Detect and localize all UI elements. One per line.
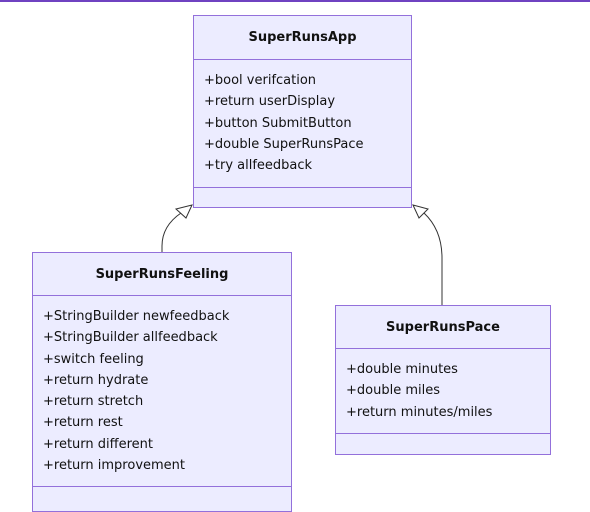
class-methods — [194, 188, 411, 207]
class-name: SuperRunsFeeling — [33, 253, 291, 296]
class-attributes: +double minutes +double miles +return mi… — [336, 349, 550, 434]
attribute: +bool verifcation — [204, 73, 317, 88]
attribute: +return hydrate — [43, 372, 149, 388]
attribute: +double miles — [346, 383, 440, 399]
class-name: SuperRunsApp — [194, 16, 411, 60]
class-methods — [336, 434, 550, 454]
attribute: +return minutes/miles — [346, 404, 493, 420]
class-attributes: +StringBuilder newfeedback +StringBuilde… — [33, 296, 291, 487]
attribute: +double minutes — [346, 362, 458, 377]
class-attributes: +bool verifcation +return userDisplay +b… — [194, 60, 411, 188]
class-methods — [33, 487, 291, 507]
class-name: SuperRunsPace — [336, 306, 550, 349]
attribute: +try allfeedback — [204, 158, 313, 174]
inheritance-arrowhead-pace — [412, 204, 429, 219]
edge-feeling-to-app — [161, 212, 182, 252]
attribute: +StringBuilder newfeedback — [43, 309, 230, 324]
attribute: +switch feeling — [43, 351, 144, 367]
attribute: +return different — [43, 436, 153, 452]
top-border-line — [0, 0, 590, 2]
inheritance-arrowhead-feeling — [174, 204, 193, 219]
class-box-superrunspace[interactable]: SuperRunsPace +double minutes +double mi… — [335, 305, 551, 455]
edge-pace-to-app — [423, 212, 443, 305]
class-box-superrunsfeeling[interactable]: SuperRunsFeeling +StringBuilder newfeedb… — [32, 252, 292, 512]
class-box-superrunsapp[interactable]: SuperRunsApp +bool verifcation +return u… — [193, 15, 412, 208]
attribute: +return improvement — [43, 458, 186, 474]
attribute: +return userDisplay — [204, 94, 336, 110]
attribute: +double SuperRunsPace — [204, 136, 364, 152]
attribute: +return rest — [43, 415, 123, 431]
attribute: +StringBuilder allfeedback — [43, 330, 218, 346]
attribute: +button SubmitButton — [204, 115, 352, 131]
attribute: +return stretch — [43, 394, 144, 410]
